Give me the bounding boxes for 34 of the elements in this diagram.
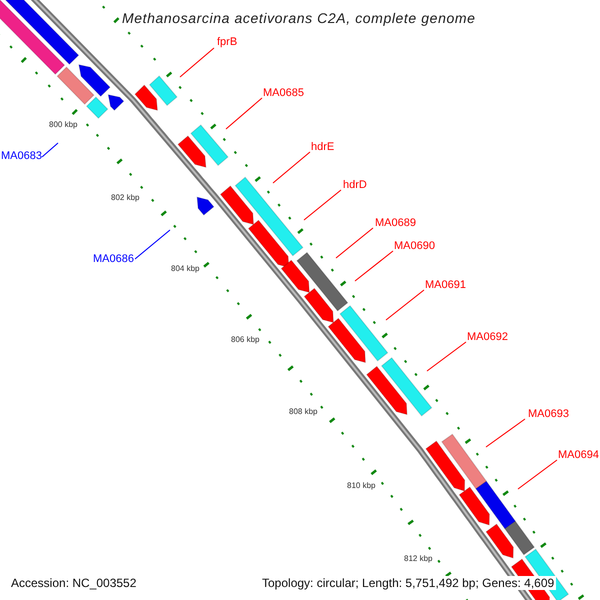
- tick-label: 808 kbp: [289, 408, 318, 416]
- leader-line: [134, 230, 170, 260]
- leader-line: [272, 152, 310, 184]
- leader-line: [426, 342, 466, 372]
- tick-label: 812 kbp: [404, 555, 432, 563]
- gene-label: MA0693: [528, 409, 569, 420]
- leader-line: [386, 290, 424, 320]
- leader-line: [304, 190, 342, 220]
- tick-label: 806 kbp: [231, 336, 260, 344]
- leader-line: [336, 228, 374, 258]
- gene-label: MA0691: [425, 280, 466, 291]
- leader-line: [226, 98, 262, 130]
- leader-line: [518, 460, 558, 490]
- gene-label: MA0685: [263, 88, 304, 99]
- gene-label: fprB: [217, 37, 238, 48]
- leader-line: [354, 250, 394, 282]
- gene-label: MA0694: [558, 450, 599, 461]
- leader-line: [486, 418, 526, 448]
- tick-label: 802 kbp: [111, 194, 140, 202]
- gene-label: hdrE: [311, 142, 334, 153]
- leader-line: [180, 48, 214, 78]
- gene-label: MA0686: [93, 254, 134, 265]
- tick-label: 810 kbp: [347, 482, 376, 490]
- gene-label: hdrD: [343, 180, 367, 191]
- gene-label: MA0683: [1, 151, 42, 162]
- gene-label: MA0689: [375, 218, 416, 229]
- tick-label: 800 kbp: [49, 121, 78, 129]
- tick-label: 804 kbp: [171, 265, 200, 273]
- map-title: Methanosarcina acetivorans C2A, complete genome: [122, 11, 476, 25]
- accession-text: Accession: NC_003552: [9, 576, 138, 590]
- genome-info-text: Topology: circular; Length: 5,751,492 bp; Genes: 4,609: [260, 576, 556, 590]
- gene-label: MA0692: [467, 332, 508, 343]
- leader-line: [42, 142, 58, 158]
- gene-label: MA0690: [394, 241, 435, 252]
